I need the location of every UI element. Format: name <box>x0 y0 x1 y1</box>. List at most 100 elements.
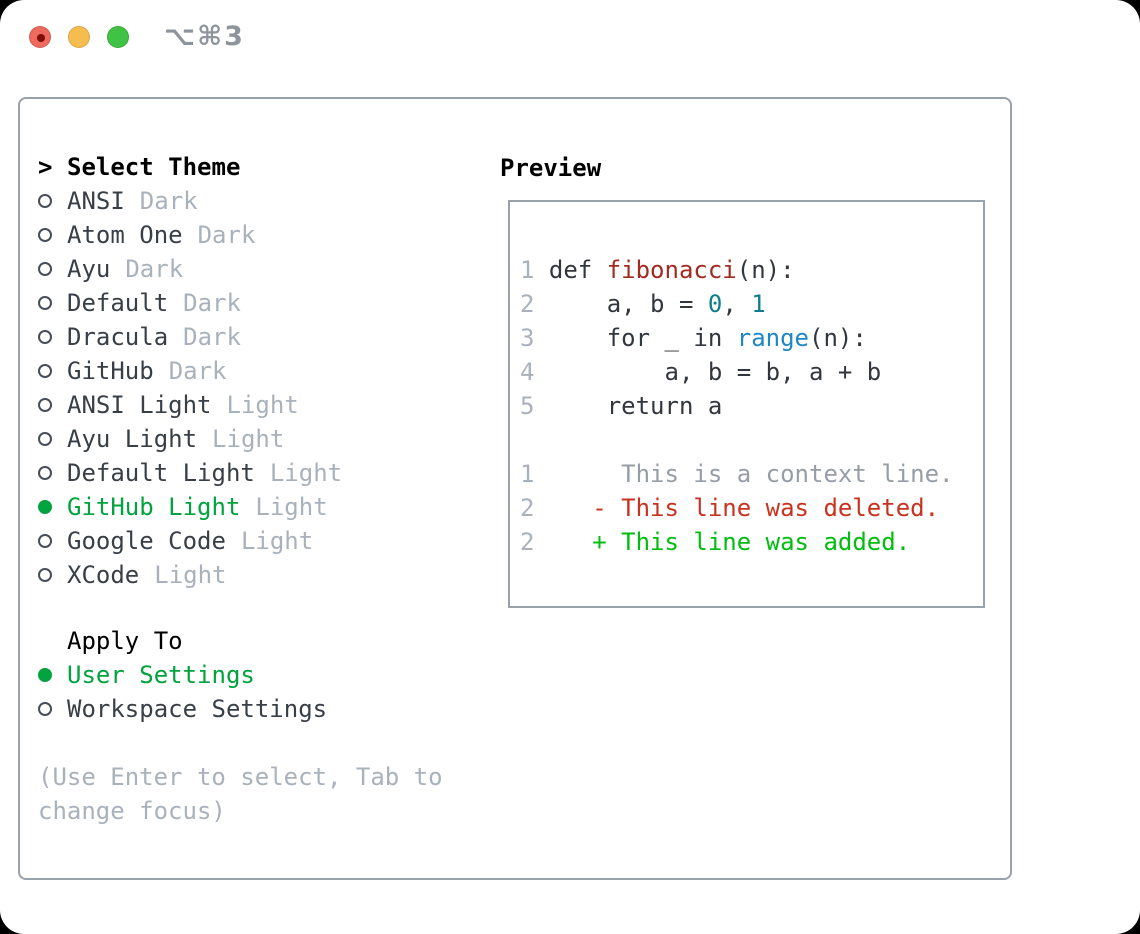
option-variant-label: Light <box>255 493 328 521</box>
code-segment-del: - This line was deleted. <box>548 494 940 522</box>
line-number: 2 <box>520 290 549 318</box>
option-label: Ayu <box>67 255 111 283</box>
preview-title: Preview <box>500 154 602 182</box>
radio-column <box>38 330 67 344</box>
radio-selected-icon <box>38 500 52 514</box>
window-shortcut-label: ⌥⌘3 <box>164 21 245 52</box>
radio-column <box>38 500 67 514</box>
option-variant-label: Dark <box>183 289 241 317</box>
code-line: 2 a, b = 0, 1 <box>520 287 983 321</box>
code-segment-plain: a, b = b, a + b <box>548 358 882 386</box>
option-label: Google Code <box>67 527 226 555</box>
radio-icon <box>38 466 52 480</box>
radio-icon <box>38 262 52 276</box>
code-segment-func: fibonacci <box>606 256 737 284</box>
option-label: ANSI <box>67 187 125 215</box>
radio-column <box>38 568 67 582</box>
theme-option-ansi[interactable]: ANSI Dark <box>38 184 342 218</box>
theme-option-github[interactable]: GitHub Dark <box>38 354 342 388</box>
radio-column <box>38 296 67 310</box>
theme-option-dracula[interactable]: Dracula Dark <box>38 320 342 354</box>
option-label: XCode <box>67 561 140 589</box>
code-segment-add: + This line was added. <box>548 528 911 556</box>
option-label: Default <box>67 289 169 317</box>
keyboard-hint: (Use Enter to select, Tab to change focu… <box>38 763 443 825</box>
line-number: 5 <box>520 392 549 420</box>
apply-option-workspace-settings[interactable]: Workspace Settings <box>38 692 327 726</box>
theme-list-title: Select Theme <box>67 153 241 181</box>
code-line: 3 for _ in range(n): <box>520 321 983 355</box>
line-number: 3 <box>520 324 549 352</box>
radio-column <box>38 398 67 412</box>
option-variant-label: Dark <box>168 357 227 385</box>
code-segment-num: 1 <box>751 290 766 318</box>
theme-option-default-light[interactable]: Default Light Light <box>38 456 342 490</box>
radio-icon <box>38 330 52 344</box>
theme-option-atom-one[interactable]: Atom One Dark <box>38 218 342 252</box>
radio-column <box>38 228 67 242</box>
option-variant-label: Light <box>154 561 227 589</box>
zoom-button[interactable] <box>107 26 129 48</box>
code-line: 1 def fibonacci(n): <box>520 253 983 287</box>
code-segment-plain: for _ in <box>548 324 737 352</box>
theme-option-xcode[interactable]: XCode Light <box>38 558 342 592</box>
code-segment-num: 0 <box>707 290 723 318</box>
minimize-button[interactable] <box>68 26 90 48</box>
radio-icon <box>38 568 52 582</box>
theme-list-header: > Select Theme <box>38 150 342 184</box>
option-label: GitHub <box>67 357 154 385</box>
radio-icon <box>38 534 52 548</box>
theme-option-github-light[interactable]: GitHub Light Light <box>38 490 342 524</box>
radio-icon <box>38 432 52 446</box>
tui-panel <box>18 97 1012 880</box>
radio-icon <box>38 296 52 310</box>
radio-column <box>38 432 67 446</box>
code-segment-ctx: This is a context line. <box>548 460 954 488</box>
radio-column <box>38 364 67 378</box>
close-dot-icon <box>37 34 45 42</box>
radio-column <box>38 668 67 682</box>
theme-option-ayu-light[interactable]: Ayu Light Light <box>38 422 342 456</box>
code-line: 2 - This line was deleted. <box>520 491 983 525</box>
code-segment-plain: (n): <box>736 256 795 284</box>
option-label: ANSI Light <box>67 391 212 419</box>
code-line: 4 a, b = b, a + b <box>520 355 983 389</box>
radio-icon <box>38 702 52 716</box>
option-variant-label: Light <box>212 425 285 453</box>
option-label: Atom One <box>67 221 183 249</box>
option-variant-label: Dark <box>183 323 241 351</box>
theme-option-ansi-light[interactable]: ANSI Light Light <box>38 388 342 422</box>
apply-to-header: Apply To <box>38 624 327 658</box>
radio-icon <box>38 194 52 208</box>
radio-column <box>38 702 67 716</box>
line-number: 2 <box>520 494 549 522</box>
line-number: 1 <box>520 256 549 284</box>
code-line: 1 This is a context line. <box>520 457 983 491</box>
option-label: Ayu Light <box>67 425 198 453</box>
line-number: 2 <box>520 528 549 556</box>
option-label: Dracula <box>67 323 169 351</box>
code-segment-plain: (n): <box>809 324 867 352</box>
radio-column <box>38 262 67 276</box>
option-variant-label: Light <box>269 459 343 487</box>
apply-option-user-settings[interactable]: User Settings <box>38 658 327 692</box>
code-segment-plain: return a <box>548 392 723 420</box>
option-label: Default Light <box>67 459 255 487</box>
line-number: 4 <box>520 358 549 386</box>
option-variant-label: Dark <box>139 187 198 215</box>
code-segment-plain: a, b = <box>548 290 708 318</box>
option-label: GitHub Light <box>67 493 241 521</box>
theme-option-default[interactable]: Default Dark <box>38 286 342 320</box>
code-segment-builtin: range <box>736 324 809 352</box>
code-segment-plain: , <box>722 290 752 318</box>
option-variant-label: Dark <box>197 221 256 249</box>
option-variant-label: Light <box>226 391 299 419</box>
code-line: 5 return a <box>520 389 983 423</box>
line-number: 1 <box>520 460 549 488</box>
close-button[interactable] <box>29 26 51 48</box>
